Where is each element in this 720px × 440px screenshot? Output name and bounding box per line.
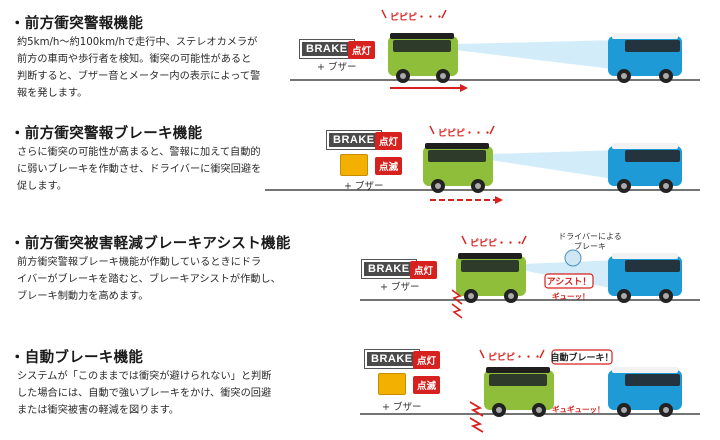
- front-car-icon: [608, 367, 682, 417]
- section-title: ・前方衝突警報機能: [10, 16, 144, 32]
- section-description: 約5km/h～約100km/hで走行中、ステレオカメラが 前方の車両や歩行者を検…: [17, 37, 261, 99]
- collision-warning-icon: [378, 373, 406, 395]
- beep-alert: ピピピ・・・: [479, 349, 545, 363]
- buzzer-label: + ブザー: [380, 282, 420, 293]
- brake-spark-icon: [469, 401, 484, 417]
- lamp-on-badge: 点灯: [410, 261, 438, 279]
- section-auto-brake: ・自動ブレーキ機能 システムが「このままでは衝突が避けられない」と判断 した場合…: [0, 330, 720, 440]
- lamp-on-badge: 点灯: [375, 132, 403, 150]
- section-description: さらに衝突の可能性が高まると、警報に加えて自動的 に弱いブレーキを作動させ、ドラ…: [17, 147, 262, 192]
- section-forward-collision-warning: ・前方衝突警報機能 約5km/h～約100km/hで走行中、ステレオカメラが 前…: [0, 0, 720, 110]
- section-title: ・前方衝突被害軽減ブレーキアシスト機能: [10, 236, 291, 252]
- section-description: 前方衝突警報ブレーキ機能が作動しているときにドラ イバーがブレーキを踏むと、ブレ…: [17, 257, 281, 302]
- assist-callout: アシスト！: [544, 273, 594, 289]
- lamp-flash-badge: 点滅: [375, 157, 403, 175]
- brake-indicator: BRAKE: [361, 259, 417, 279]
- lamp-on-badge: 点灯: [348, 41, 376, 59]
- front-car-icon: [608, 33, 682, 83]
- squeal-label: ギュギューッ！: [552, 404, 605, 414]
- buzzer-label: + ブザー: [344, 181, 384, 192]
- lamp-flash-badge: 点滅: [413, 376, 441, 394]
- brake-indicator: BRAKE: [364, 349, 420, 369]
- section-title: ・自動ブレーキ機能: [10, 350, 144, 366]
- svg-text:自動ブレーキ！: 自動ブレーキ！: [550, 352, 613, 364]
- section-description: システムが「このままでは衝突が避けられない」と判断 した場合には、自動で強いブレ…: [17, 371, 272, 416]
- buzzer-label: + ブザー: [317, 62, 357, 73]
- svg-text:アシスト！: アシスト！: [547, 277, 592, 288]
- own-car-icon: [388, 33, 458, 83]
- own-car-icon: [484, 367, 554, 417]
- brake-pedal-icon: [564, 249, 582, 267]
- driver-brake-note: ドライバーによる ブレーキ: [558, 232, 622, 251]
- brake-indicator: BRAKE: [326, 130, 382, 150]
- section-brake-assist: ・前方衝突被害軽減ブレーキアシスト機能 前方衝突警報ブレーキ機能が作動していると…: [0, 220, 720, 330]
- squeal-label: ギューッ！: [552, 291, 590, 301]
- front-car-icon: [608, 253, 682, 303]
- svg-text:ピピピ・・・: ピピピ・・・: [488, 351, 542, 363]
- brake-spark-icon: [451, 289, 463, 305]
- camera-beam: [490, 150, 620, 180]
- section-forward-collision-warning-brake: ・前方衝突警報ブレーキ機能 さらに衝突の可能性が高まると、警報に加えて自動的 に…: [0, 110, 720, 220]
- scene-brake-assist: ピピピ・・・ アシスト！ ギューッ！: [360, 235, 700, 319]
- scene-warning-brake: ピピピ・・・: [265, 125, 700, 204]
- lamp-on-badge: 点灯: [413, 351, 441, 369]
- own-car-icon: [423, 143, 493, 193]
- camera-beam: [455, 40, 620, 70]
- collision-warning-icon: [340, 154, 368, 176]
- section-title: ・前方衝突警報ブレーキ機能: [10, 126, 203, 142]
- beep-alert: ピピピ・・・: [381, 9, 447, 23]
- buzzer-label: + ブザー: [382, 402, 422, 413]
- own-car-icon: [456, 253, 526, 303]
- auto-brake-callout: 自動ブレーキ！: [550, 349, 614, 365]
- svg-text:ピピピ・・・: ピピピ・・・: [390, 11, 444, 23]
- motion-arrow: [390, 84, 468, 92]
- beep-alert: ピピピ・・・: [429, 125, 495, 139]
- beep-alert: ピピピ・・・: [461, 235, 527, 249]
- svg-text:ピピピ・・・: ピピピ・・・: [470, 237, 524, 249]
- scene-auto-brake: ピピピ・・・ 自動ブレーキ！ ギュギューッ！: [360, 349, 700, 433]
- brake-spark-icon: [469, 417, 484, 433]
- motion-arrow-braking: [430, 196, 503, 204]
- scene-warning: ピピピ・・・: [290, 9, 700, 92]
- svg-text:ピピピ・・・: ピピピ・・・: [438, 127, 492, 139]
- front-car-icon: [608, 143, 682, 193]
- brake-spark-icon: [451, 303, 463, 319]
